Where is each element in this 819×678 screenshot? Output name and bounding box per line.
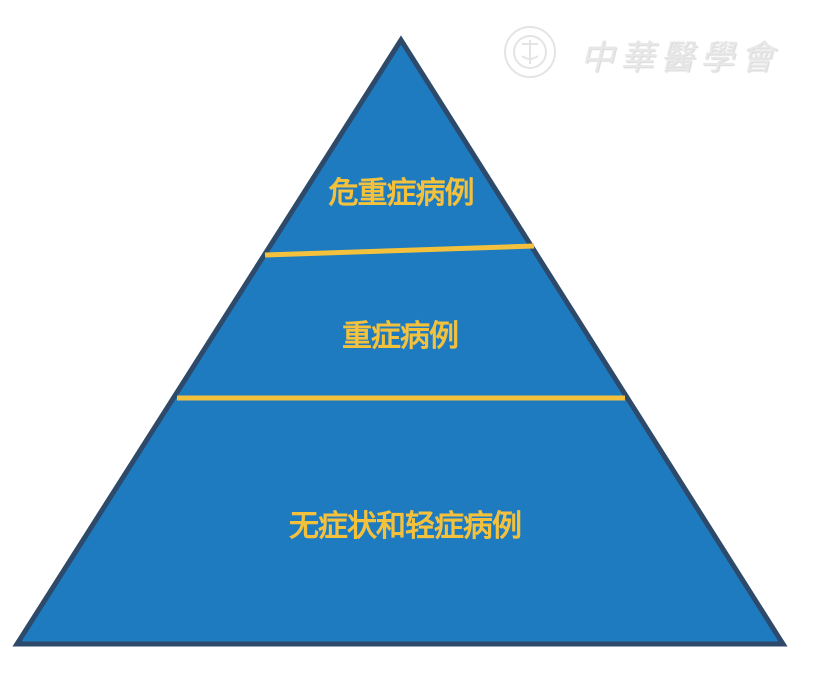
level-label-critical: 危重症病例 [328, 176, 475, 211]
level-label-mild: 无症状和轻症病例 [289, 509, 522, 544]
emblem-icon [504, 26, 556, 78]
pyramid-triangle [12, 35, 788, 647]
level-label-severe: 重症病例 [342, 319, 459, 354]
watermark-logo: 中華醫學會 [580, 38, 780, 78]
divider-top [264, 243, 535, 258]
